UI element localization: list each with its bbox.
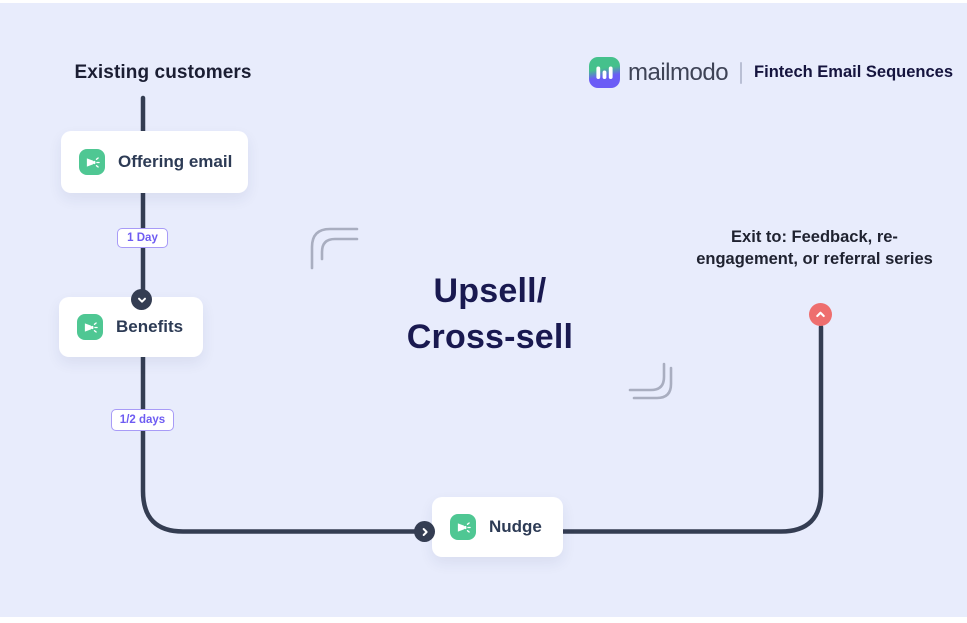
title-line2: Cross-sell [406,318,574,356]
entry-audience-label: Existing customers [74,62,252,83]
brand-wordmark: mailmodo [628,58,729,86]
node-label: Benefits [116,317,184,336]
bottom-edge-strip [0,617,967,623]
brand-bar: mailmodo Fintech Email Sequences [589,57,953,88]
sequence-big-title: Upsell/ Cross-sell [340,268,640,360]
megaphone-icon [79,149,105,175]
sequence-title: Fintech Email Sequences [754,63,954,81]
title-line1: Upsell/ [433,272,547,310]
flow-node-offering-email: Offering email [61,131,248,193]
chevron-down-icon [131,289,152,310]
exit-note-line1: Exit to: Feedback, re- [731,228,898,246]
node-label: Offering email [118,152,233,171]
exit-chevron-up-icon [809,303,832,326]
chevron-right-icon [414,521,435,542]
delay-badge-half-days: 1/2 days [111,409,174,431]
delay-badge-1-day: 1 Day [117,228,168,248]
megaphone-icon [450,514,476,540]
logo-m-bars [596,66,613,79]
top-edge-strip [0,0,967,3]
mailmodo-logo-icon [589,57,620,88]
decor-corner-bottom-right [628,362,673,400]
flow-node-nudge: Nudge [432,497,563,557]
node-label: Nudge [489,517,542,536]
brand-divider [740,61,743,84]
exit-note: Exit to: Feedback, re- engagement, or re… [693,226,936,270]
flow-node-benefits: Benefits [59,297,203,357]
decor-corner-top-left [310,227,359,270]
megaphone-icon [77,314,103,340]
exit-note-line2: engagement, or referral series [696,250,933,268]
